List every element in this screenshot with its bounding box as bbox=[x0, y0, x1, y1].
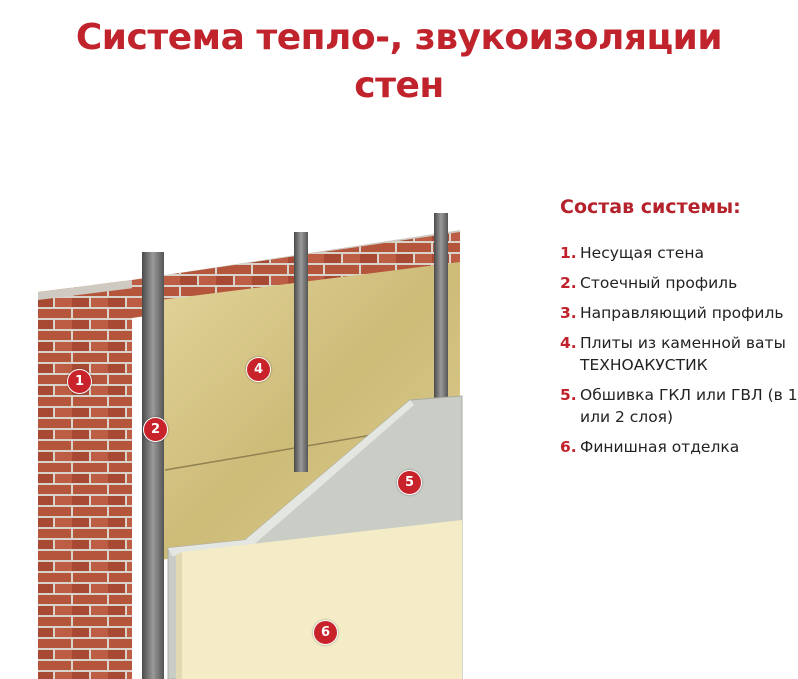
legend-item: 3.Направляющий профиль bbox=[560, 302, 798, 324]
brick-wall-side bbox=[38, 280, 132, 679]
legend-label: Направляющий профиль bbox=[580, 304, 784, 322]
legend-label: Обшивка ГКЛ или ГВЛ (в 1 или 2 слоя) bbox=[580, 386, 798, 426]
legend-num: 5. bbox=[560, 386, 577, 404]
legend-item: 4.Плиты из каменной ваты ТЕХНОАКУСТИК bbox=[560, 332, 798, 376]
legend-heading: Состав системы: bbox=[560, 196, 741, 218]
page-title: Система тепло-, звукоизоляции стен bbox=[0, 14, 798, 110]
legend-num: 3. bbox=[560, 304, 577, 322]
title-line-1: Система тепло-, звукоизоляции bbox=[75, 17, 723, 58]
marker-5: 5 bbox=[397, 470, 422, 495]
legend-num: 4. bbox=[560, 334, 577, 352]
stud-profile-3 bbox=[434, 213, 448, 423]
legend-label: Несущая стена bbox=[580, 244, 704, 262]
marker-4: 4 bbox=[246, 357, 271, 382]
marker-2: 2 bbox=[143, 417, 168, 442]
legend-label: Плиты из каменной ваты ТЕХНОАКУСТИК bbox=[580, 334, 786, 374]
marker-6: 6 bbox=[313, 620, 338, 645]
legend-item: 5.Обшивка ГКЛ или ГВЛ (в 1 или 2 слоя) bbox=[560, 384, 798, 428]
legend-item: 6.Финишная отделка bbox=[560, 436, 798, 458]
legend-num: 6. bbox=[560, 438, 577, 456]
legend-label: Стоечный профиль bbox=[580, 274, 738, 292]
stud-profile-2 bbox=[294, 232, 308, 472]
marker-1: 1 bbox=[67, 369, 92, 394]
finish-layer bbox=[182, 520, 462, 679]
legend-num: 1. bbox=[560, 244, 577, 262]
legend: Состав системы: 1.Несущая стена 2.Стоечн… bbox=[560, 196, 798, 466]
legend-item: 1.Несущая стена bbox=[560, 242, 798, 264]
stud-profile-1 bbox=[142, 252, 164, 679]
legend-item: 2.Стоечный профиль bbox=[560, 272, 798, 294]
legend-label: Финишная отделка bbox=[580, 438, 740, 456]
legend-num: 2. bbox=[560, 274, 577, 292]
title-line-2: стен bbox=[354, 65, 444, 106]
